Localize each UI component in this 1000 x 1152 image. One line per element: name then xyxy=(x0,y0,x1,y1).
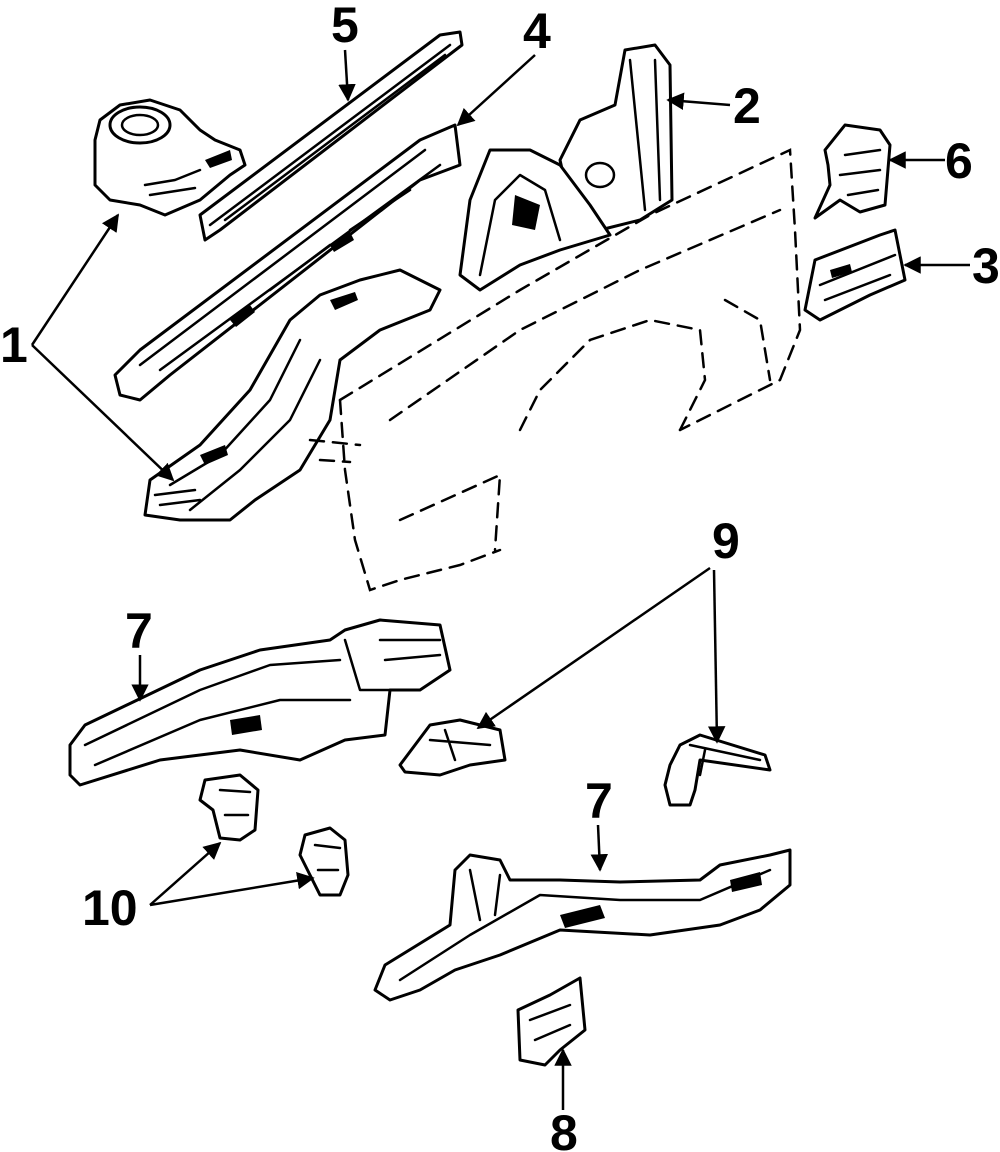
extension-part xyxy=(803,228,907,322)
fender-part xyxy=(308,148,802,592)
apron-reinforcement-part xyxy=(113,123,462,402)
callout-6: 6 xyxy=(945,133,973,189)
callout-3: 3 xyxy=(972,238,1000,294)
leader-lines xyxy=(30,49,970,1110)
crossmember-part xyxy=(373,848,792,1002)
mount-bracket-right-part xyxy=(663,733,772,807)
side-member-upper-part xyxy=(68,618,452,787)
callout-2: 2 xyxy=(733,78,761,134)
callout-9: 9 xyxy=(712,513,740,569)
box-bracket-part xyxy=(516,976,587,1067)
brace-right-part xyxy=(298,826,350,897)
callout-10: 10 xyxy=(82,880,138,936)
callout-5: 5 xyxy=(331,0,359,53)
callout-7-lower: 7 xyxy=(585,773,613,829)
inner-apron-part xyxy=(458,148,612,292)
callout-8: 8 xyxy=(550,1105,578,1152)
frame-rail-part xyxy=(143,268,442,522)
upper-rail-part xyxy=(198,30,464,242)
callout-1: 1 xyxy=(0,317,28,373)
strut-tower-part xyxy=(93,98,247,217)
mount-bracket-left-part xyxy=(398,718,507,777)
callout-4: 4 xyxy=(523,3,551,59)
callout-7-upper: 7 xyxy=(125,603,153,659)
small-bracket-part xyxy=(813,123,892,220)
brace-left-part xyxy=(198,773,260,842)
